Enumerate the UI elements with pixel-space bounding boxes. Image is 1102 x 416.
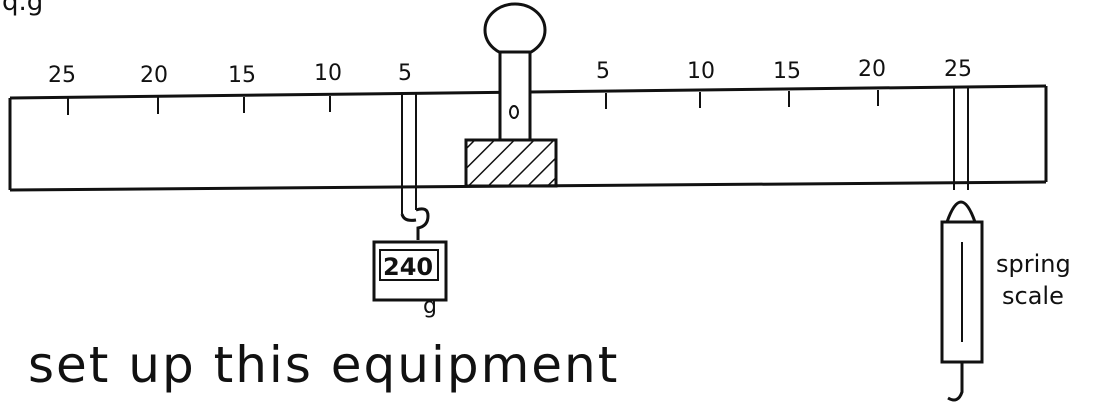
scale-labels-right: 5 10 15 20 25 xyxy=(596,57,972,84)
spring-scale-label-line: spring xyxy=(996,250,1071,278)
spring-scale-label-line: scale xyxy=(1002,282,1064,310)
instruction-text: set up this equipment xyxy=(28,336,619,394)
hanging-mass-unit: g xyxy=(423,294,437,319)
scale-label: 10 xyxy=(314,61,342,86)
clamp-base xyxy=(464,138,558,188)
scale-label: 5 xyxy=(596,59,610,84)
spring-scale-hook xyxy=(947,362,964,402)
mass-label-box xyxy=(379,249,439,281)
spring-scale-loop xyxy=(945,200,977,223)
scale-labels-left: 25 20 15 10 5 xyxy=(48,61,412,88)
scale-label: 5 xyxy=(398,61,412,86)
mass-hook xyxy=(400,207,430,240)
hanging-mass-value: 240 xyxy=(383,253,433,281)
clamp-knob xyxy=(483,2,547,58)
clamp-stem xyxy=(498,50,532,142)
pivot-clamp xyxy=(464,2,558,188)
scale-label: 15 xyxy=(228,63,256,88)
spring-scale xyxy=(940,88,984,402)
scale-label: 10 xyxy=(687,59,715,84)
scale-ticks xyxy=(67,90,879,115)
hanging-mass-block xyxy=(372,240,448,302)
top-fragment: q.g xyxy=(2,0,43,17)
scale-label: 25 xyxy=(48,63,76,88)
pivot-point xyxy=(509,105,519,119)
scale-label: 20 xyxy=(140,63,168,88)
scale-label: 20 xyxy=(858,57,886,82)
left-mass-hanger xyxy=(372,94,448,302)
scale-label: 25 xyxy=(944,57,972,82)
scale-label: 15 xyxy=(773,59,801,84)
